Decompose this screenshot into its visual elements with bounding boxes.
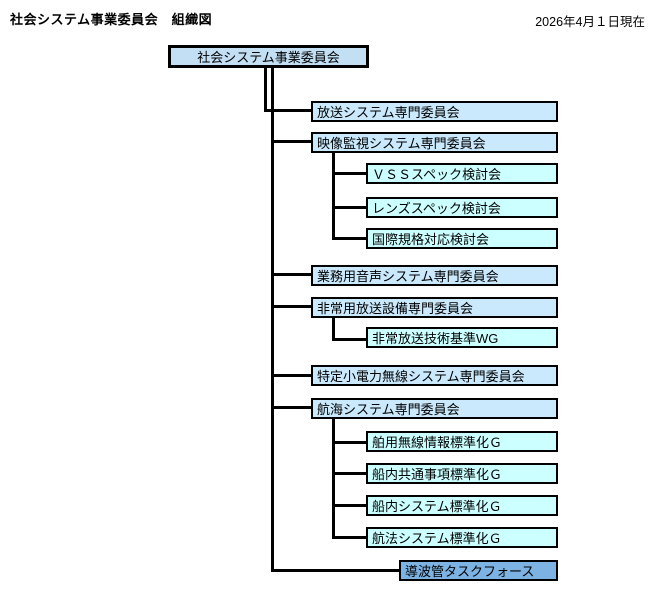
- intl-standards-study-group-box: 国際規格対応検討会: [366, 228, 558, 249]
- connector-branch-emergency-wg: [332, 338, 366, 341]
- date-label: 2026年4月１日現在: [535, 15, 645, 29]
- root-committee-box: 社会システム事業委員会: [168, 45, 369, 68]
- emergency-broadcast-standards-wg-box: 非常放送技術基準WG: [366, 327, 558, 348]
- connector-main-trunk: [271, 68, 274, 572]
- connector-trunk-emergency-broadcast: [332, 318, 335, 341]
- connector-branch-low-power-radio: [271, 374, 311, 377]
- professional-audio-systems-committee-box: 業務用音声システム専門委員会: [311, 265, 558, 286]
- shipboard-common-matters-standardization-box: 船内共通事項標準化Ｇ: [366, 463, 558, 484]
- lens-spec-study-group-box: レンズスペック検討会: [366, 197, 558, 218]
- page-title: 社会システム事業委員会 組織図: [10, 12, 213, 27]
- video-surveillance-systems-committee-box: 映像監視システム専門委員会: [311, 132, 558, 153]
- connector-branch-emergency-broadcast: [271, 305, 311, 308]
- connector-branch-vss-spec: [332, 172, 366, 175]
- connector-branch-navigation-systems: [332, 536, 366, 539]
- shipboard-radio-info-standardization-box: 舶用無線情報標準化Ｇ: [366, 431, 558, 452]
- connector-root-stub: [264, 68, 267, 112]
- broadcast-systems-committee-box: 放送システム専門委員会: [311, 101, 558, 122]
- low-power-radio-systems-committee-box: 特定小電力無線システム専門委員会: [311, 365, 558, 386]
- connector-trunk-video-surveillance: [332, 153, 335, 240]
- connector-branch-broadcast: [264, 109, 311, 112]
- vss-spec-study-group-box: ＶＳＳスペック検討会: [366, 163, 558, 184]
- connector-branch-waveguide: [271, 569, 399, 572]
- connector-branch-lens-spec: [332, 206, 366, 209]
- connector-branch-shipboard-common: [332, 472, 366, 475]
- waveguide-task-force-box: 導波管タスクフォース: [399, 560, 558, 581]
- shipboard-systems-standardization-box: 船内システム標準化Ｇ: [366, 495, 558, 516]
- connector-branch-marine-navigation: [271, 406, 311, 409]
- connector-branch-pro-audio: [271, 273, 311, 276]
- marine-navigation-systems-committee-box: 航海システム専門委員会: [311, 398, 558, 419]
- connector-trunk-marine-navigation: [332, 419, 335, 539]
- connector-branch-intl-standards: [332, 237, 366, 240]
- emergency-broadcast-equipment-committee-box: 非常用放送設備専門委員会: [311, 297, 558, 318]
- connector-branch-video-surveillance: [271, 140, 311, 143]
- navigation-systems-standardization-box: 航法システム標準化Ｇ: [366, 527, 558, 548]
- connector-branch-shipboard-systems: [332, 504, 366, 507]
- connector-branch-shipboard-radio: [332, 441, 366, 444]
